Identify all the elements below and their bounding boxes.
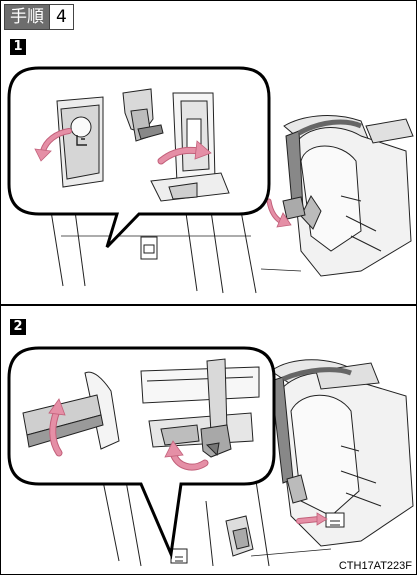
figure-code: CTH17AT223F — [339, 560, 412, 572]
panel-1-cover-flap — [57, 97, 103, 187]
